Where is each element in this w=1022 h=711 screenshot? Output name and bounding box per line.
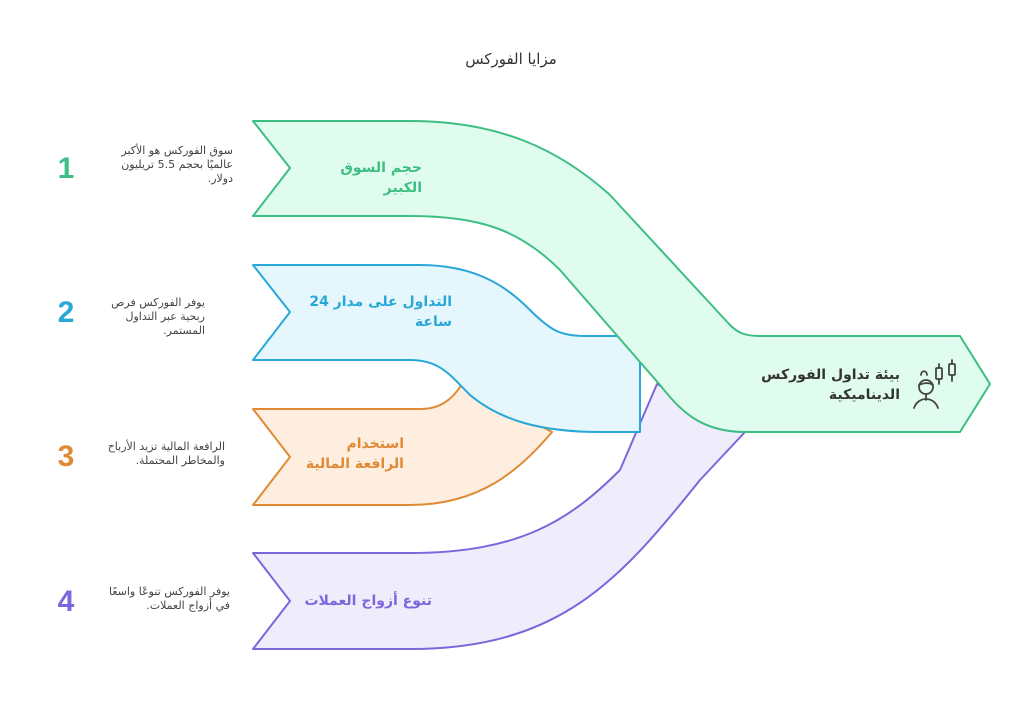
band-label-market-size: حجم السوق الكبير [340,160,422,196]
band-currency-pairs [252,383,746,650]
item-number-1: 1 [57,152,75,185]
item-number-2: 2 [57,296,75,329]
band-label-leverage: استخدام الرافعة المالية [305,436,404,472]
band-market-size-hub [252,120,991,433]
item-number-3: 3 [57,440,75,473]
item-description-4: يوفر الفوركس تنوعًا واسعًا في أزواج العم… [108,585,230,612]
band-label-24h-trading: التداول على مدار 24 ساعة [309,294,452,330]
band-leverage [252,383,553,506]
hub-label: بيئة تداول الفوركس الديناميكية [761,367,900,403]
item-description-3: الرافعة المالية تزيد الأرباح والمخاطر ال… [107,440,225,467]
band-24h-trading [252,264,641,433]
trader-candlestick-icon [913,359,956,409]
band-label-currency-pairs: تنوع أزواج العملات [304,593,432,609]
item-description-2: يوفر الفوركس فرص ربحية عبر التداول المست… [111,296,205,337]
diagram-title: مزايا الفوركس [465,50,557,68]
item-number-4: 4 [57,585,75,618]
item-description-1: سوق الفوركس هو الأكبر عالميًا بحجم 5.5 ت… [121,144,233,185]
